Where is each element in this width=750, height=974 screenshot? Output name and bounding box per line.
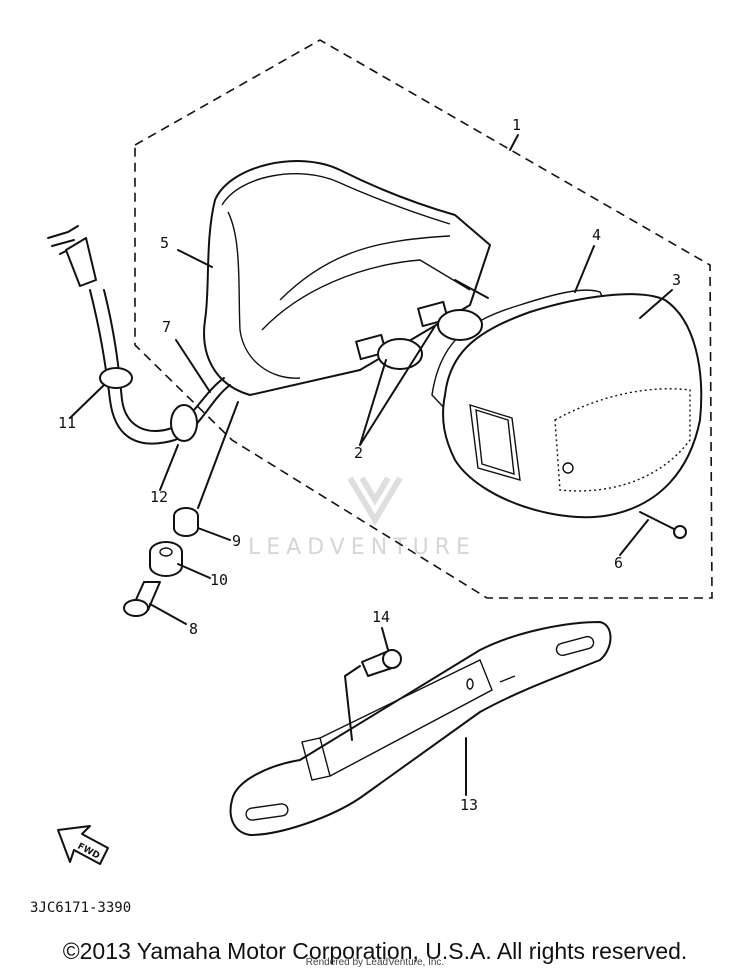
leader-lines [69, 134, 673, 796]
damper[interactable] [149, 541, 183, 577]
bulb[interactable] [355, 333, 423, 370]
bolt[interactable] [123, 581, 161, 617]
callout-13: 13 [460, 796, 478, 814]
callout-12: 12 [150, 488, 168, 506]
callout-9: 9 [232, 532, 241, 550]
clamp-grommet[interactable] [170, 404, 198, 442]
callout-4: 4 [592, 226, 601, 244]
bulb[interactable] [417, 300, 483, 341]
license-bracket[interactable] [229, 621, 612, 836]
diagram-code: 3JC6171-3390 [30, 900, 132, 916]
tail-light-housing[interactable] [203, 160, 491, 396]
tail-light-lens[interactable] [442, 293, 703, 519]
fwd-arrow-icon: FWD [57, 825, 109, 865]
callout-8: 8 [189, 620, 198, 638]
bracket-bolt[interactable] [361, 649, 402, 677]
watermark-text: LEADVENTURE [248, 535, 476, 560]
rendered-by-note: Rendered by LeadVenture, Inc. [305, 957, 445, 968]
callout-5: 5 [160, 234, 169, 252]
harness-grommet[interactable] [99, 367, 133, 389]
stud [454, 279, 489, 299]
callout-2: 2 [354, 444, 363, 462]
callout-7: 7 [162, 318, 171, 336]
callout-6: 6 [614, 554, 623, 572]
wire-harness[interactable] [47, 225, 231, 445]
bolt-path [344, 665, 361, 741]
callout-10: 10 [210, 571, 228, 589]
watermark: LEADVENTURE [248, 476, 476, 560]
copyright-notice: ©2013 Yamaha Motor Corporation, U.S.A. A… [62, 938, 688, 964]
lens-gasket[interactable] [431, 289, 605, 413]
callout-14: 14 [372, 608, 390, 626]
callout-11: 11 [58, 414, 76, 432]
lens-screw[interactable] [639, 511, 687, 539]
callout-3: 3 [672, 271, 681, 289]
assembly-boundary [134, 39, 713, 599]
callout-1: 1 [512, 116, 521, 134]
collar[interactable] [173, 507, 199, 537]
watermark-logo-icon [347, 476, 403, 526]
